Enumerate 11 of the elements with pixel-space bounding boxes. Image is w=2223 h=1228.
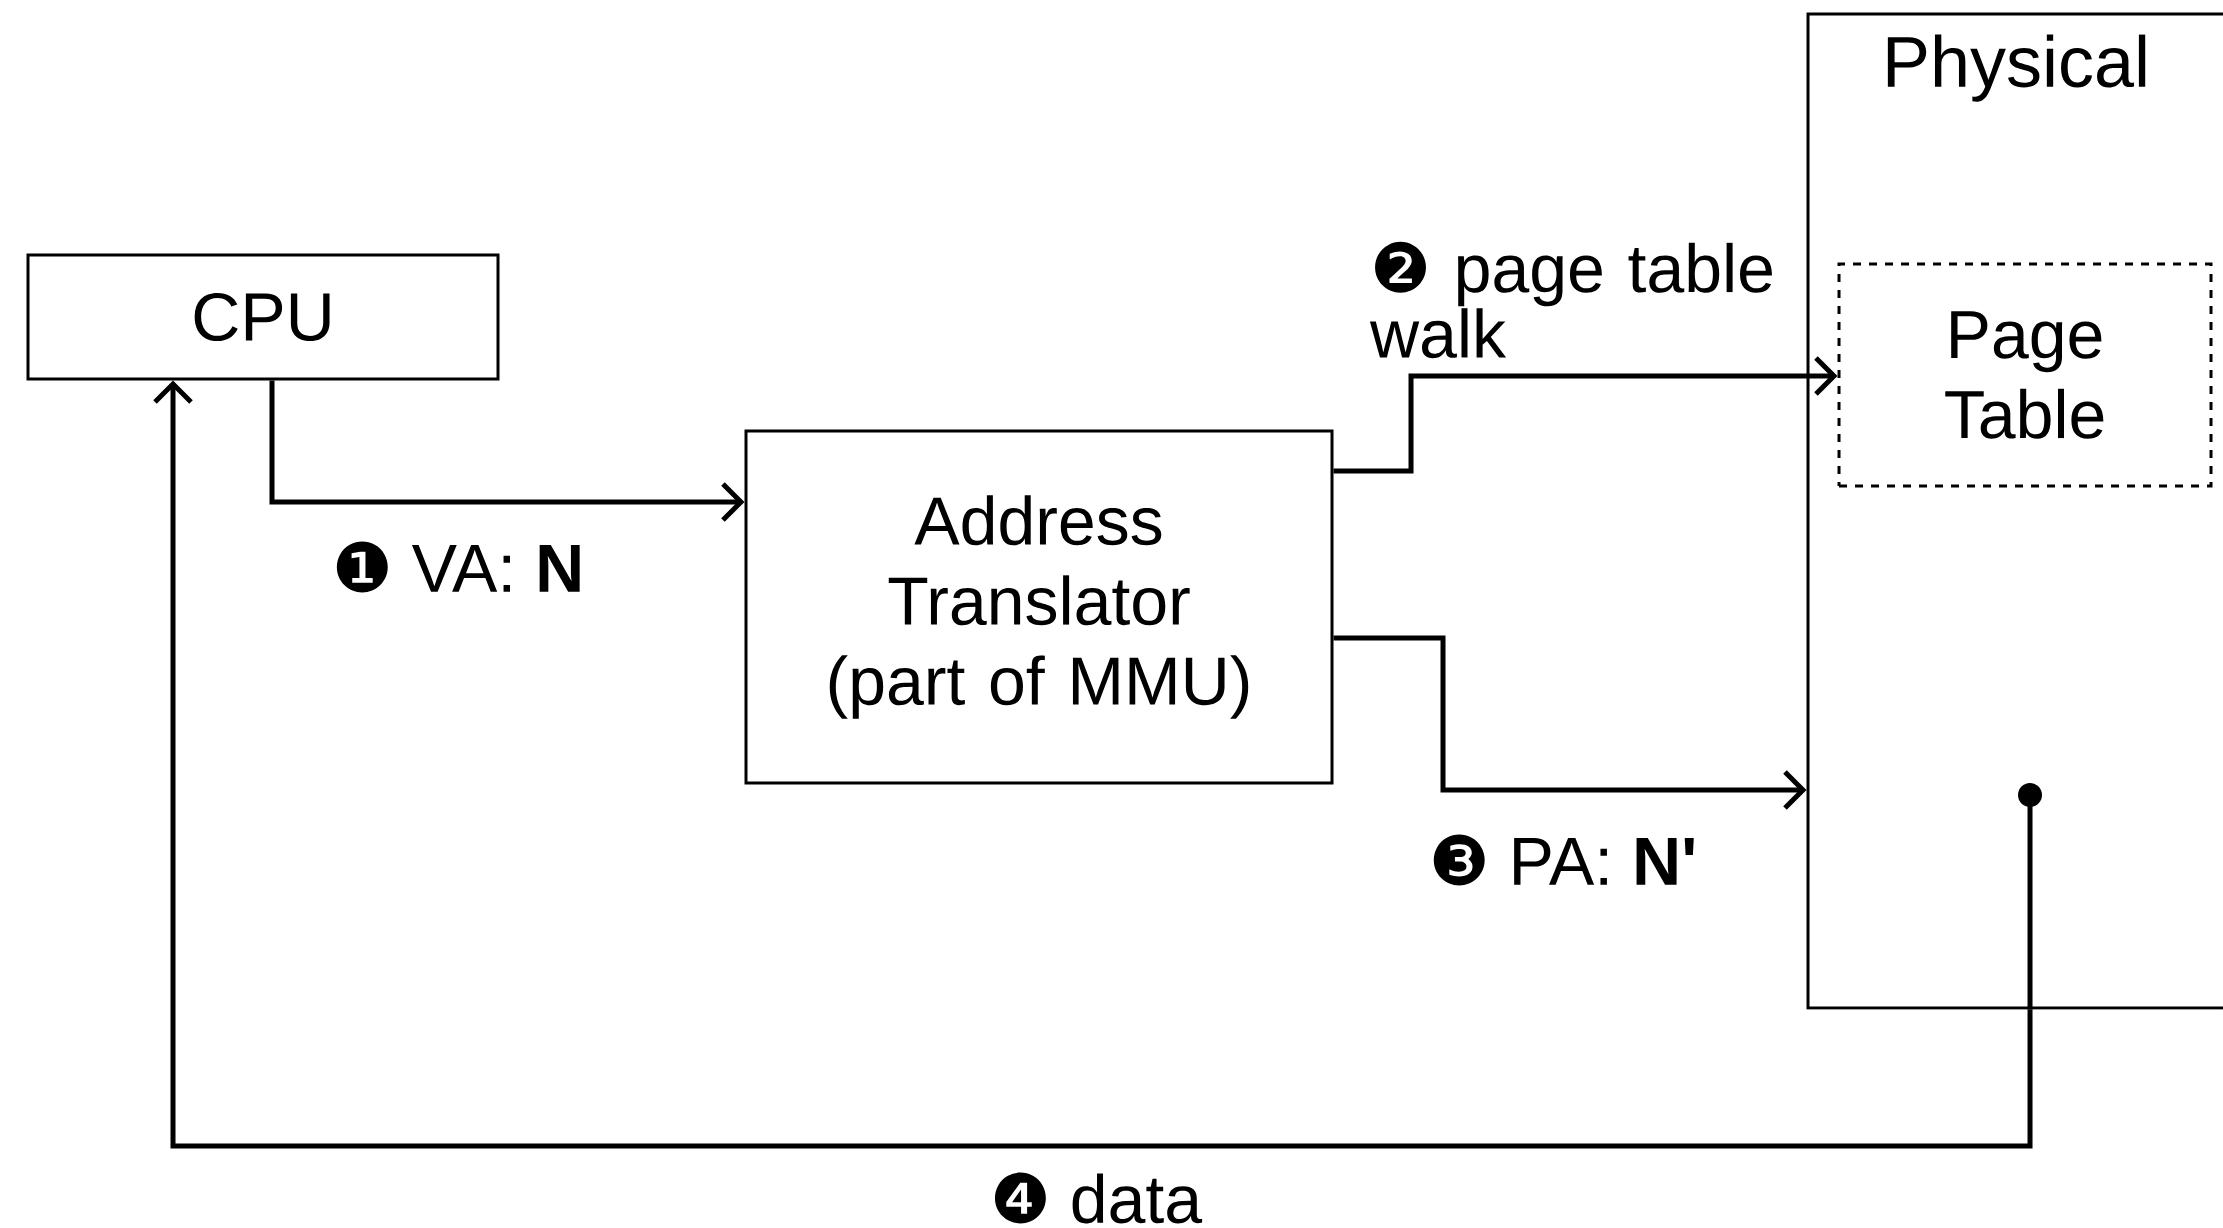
arrow [269,380,745,522]
table-box: Page Table [1837,262,2213,488]
edge-label: ❹ data [985,1168,1207,1228]
edge-label: ❷ page table walk [1366,237,1804,363]
arrow [1333,356,1838,474]
edge-label: ❸ PA: N' [1424,830,1702,890]
arrow [153,380,2042,1149]
process-box: Address Translator (part of MMU) [744,429,1334,785]
arrow [1333,635,1807,810]
process-box: CPU [26,253,500,381]
edge-label: ❶ VA: N [327,537,589,597]
